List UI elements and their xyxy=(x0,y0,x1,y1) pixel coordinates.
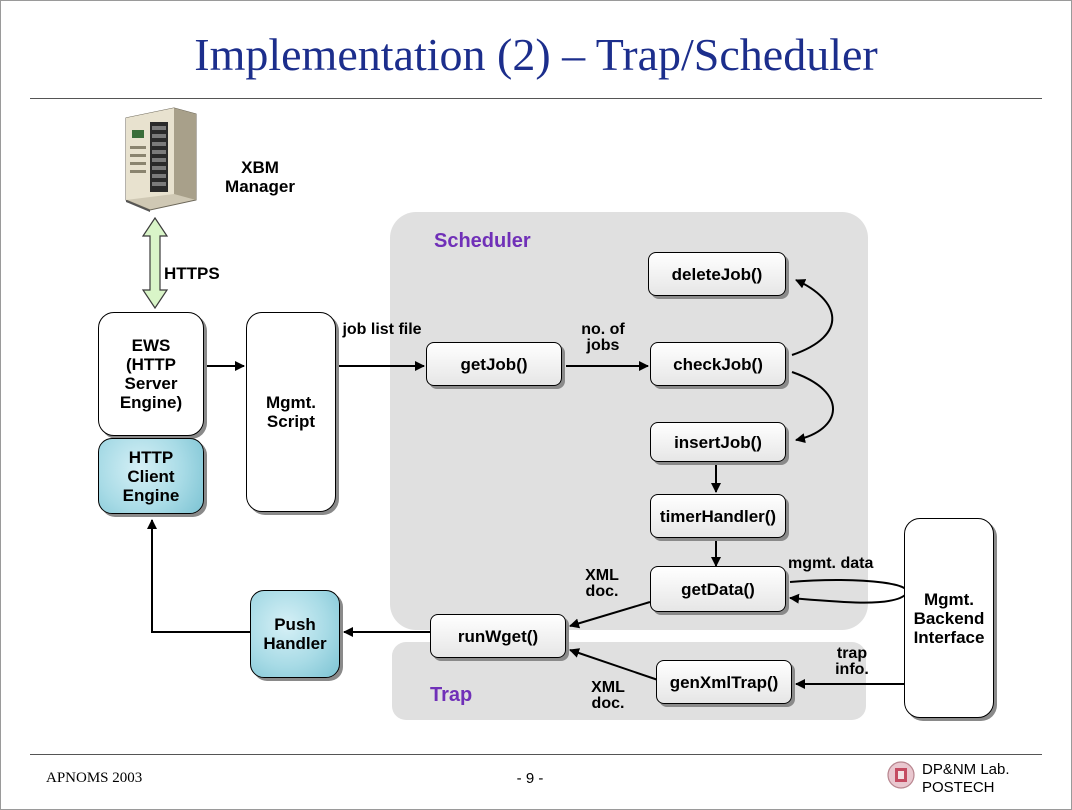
xml-doc-trap-label: XML doc. xyxy=(591,679,625,712)
scheduler-label: Scheduler xyxy=(434,230,531,252)
lab-name: DP&NM Lab. POSTECH xyxy=(922,761,1010,797)
trap-label: Trap xyxy=(430,684,473,706)
footer-divider xyxy=(30,754,1042,755)
mgmt-backend-node: Mgmt. Backend Interface xyxy=(904,518,994,718)
xbm-manager-label: XBM Manager xyxy=(225,158,295,196)
genxmltrap-node: genXmlTrap() xyxy=(656,660,792,704)
https-label: HTTPS xyxy=(164,264,220,283)
title-divider xyxy=(30,98,1042,99)
mgmt-backend-text: Mgmt. Backend Interface xyxy=(913,589,985,647)
push-handler-node: Push Handler xyxy=(250,590,340,678)
ews-text: EWS (HTTP Server Engine) xyxy=(119,336,183,412)
timerhandler-node: timerHandler() xyxy=(650,494,786,538)
deletejob-node: deleteJob() xyxy=(648,252,786,296)
insertjob-text: insertJob() xyxy=(674,432,762,452)
page-number: - 9 - xyxy=(516,770,544,787)
lab-logo-icon xyxy=(887,761,915,789)
mgmt-data-label: mgmt. data xyxy=(788,555,874,572)
ews-node: EWS (HTTP Server Engine) xyxy=(98,312,204,436)
conference-name: APNOMS 2003 xyxy=(46,770,143,786)
getjob-node: getJob() xyxy=(426,342,562,386)
getjob-text: getJob() xyxy=(460,354,528,374)
runwget-text: runWget() xyxy=(457,626,539,646)
genxmltrap-text: genXmlTrap() xyxy=(669,672,779,692)
trap-info-label: trap info. xyxy=(835,645,869,678)
http-client-node: HTTP Client Engine xyxy=(98,438,204,514)
mgmt-script-text: Mgmt. Script xyxy=(265,393,317,431)
server-icon xyxy=(125,107,197,212)
scheduler-region xyxy=(390,212,868,630)
slide-title: Implementation (2) – Trap/Scheduler xyxy=(194,29,878,80)
insertjob-node: insertJob() xyxy=(650,422,786,462)
getdata-node: getData() xyxy=(650,566,786,612)
lab-name-line1: DP&NM Lab. xyxy=(922,761,1010,778)
http-client-text: HTTP Client Engine xyxy=(122,447,180,505)
lab-name-line2: POSTECH xyxy=(922,779,995,796)
deletejob-text: deleteJob() xyxy=(671,264,763,284)
checkjob-text: checkJob() xyxy=(673,354,763,374)
xml-doc-scheduler-label: XML doc. xyxy=(585,567,619,600)
timerhandler-text: timerHandler() xyxy=(659,506,777,526)
checkjob-node: checkJob() xyxy=(650,342,786,386)
no-of-jobs-label: no. of jobs xyxy=(581,321,625,354)
job-list-file-label: job list file xyxy=(342,321,422,338)
mgmt-script-node: Mgmt. Script xyxy=(246,312,336,512)
runwget-node: runWget() xyxy=(430,614,566,658)
push-handler-text: Push Handler xyxy=(263,615,327,653)
getdata-text: getData() xyxy=(681,579,755,599)
